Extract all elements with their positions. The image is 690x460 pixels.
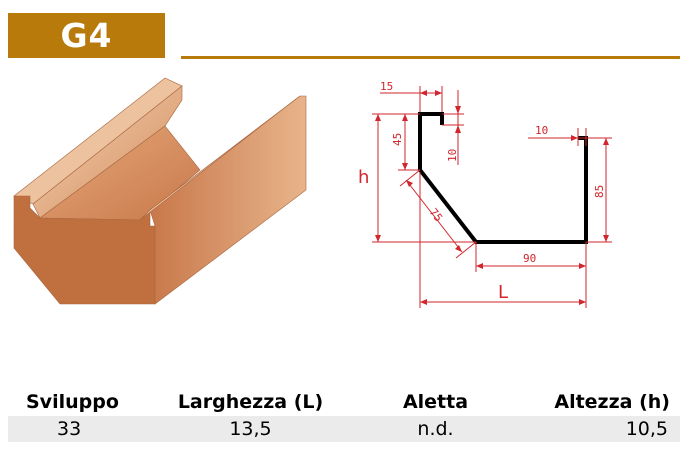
- dimension-lines: [372, 86, 612, 308]
- spec-header-aletta: Aletta: [402, 391, 469, 413]
- dimension-arrowheads: [375, 90, 609, 305]
- spec-table: Sviluppo Larghezza (L) Aletta Altezza (h…: [8, 388, 680, 442]
- spec-value-aletta: n.d.: [417, 418, 454, 440]
- dim-slope: 75: [427, 206, 445, 224]
- spec-header-larghezza: Larghezza (L): [177, 391, 324, 413]
- spec-header-row: Sviluppo Larghezza (L) Aletta Altezza (h…: [8, 388, 680, 416]
- gutter-3d-rendering: [13, 77, 307, 305]
- profile-dimension-drawing: 15 45 10 75 90 10 85 h L: [358, 80, 612, 308]
- dim-height-label: h: [358, 167, 369, 188]
- spec-value-sviluppo: 33: [57, 418, 82, 440]
- spec-header-sviluppo: Sviluppo: [26, 391, 119, 413]
- gutter-outer-wall: [149, 95, 307, 305]
- gutter-end-face: [13, 195, 156, 305]
- spec-value-altezza: 10,5: [625, 418, 668, 440]
- product-code-badge: G4: [8, 13, 165, 58]
- gutter-wall-rim: [139, 95, 301, 221]
- dim-lip-drop: 10: [446, 149, 459, 162]
- header-divider: [181, 56, 680, 59]
- spec-value-larghezza: 13,5: [229, 418, 272, 440]
- spec-value-row: 33 13,5 n.d. 10,5: [8, 416, 680, 442]
- dim-lip-height: 45: [391, 133, 404, 146]
- spec-header-altezza: Altezza (h): [554, 391, 670, 413]
- dim-top-lip: 15: [380, 80, 393, 93]
- product-code: G4: [60, 16, 113, 55]
- gutter-inner-wall: [32, 85, 183, 219]
- dim-right-lip: 10: [535, 124, 548, 137]
- dim-right-height: 85: [593, 185, 606, 198]
- dim-width-label: L: [498, 282, 508, 303]
- gutter-illustration: 15 45 10 75 90 10 85 h L: [13, 77, 612, 308]
- gutter-profile: [418, 112, 588, 244]
- dim-base: 90: [523, 252, 536, 265]
